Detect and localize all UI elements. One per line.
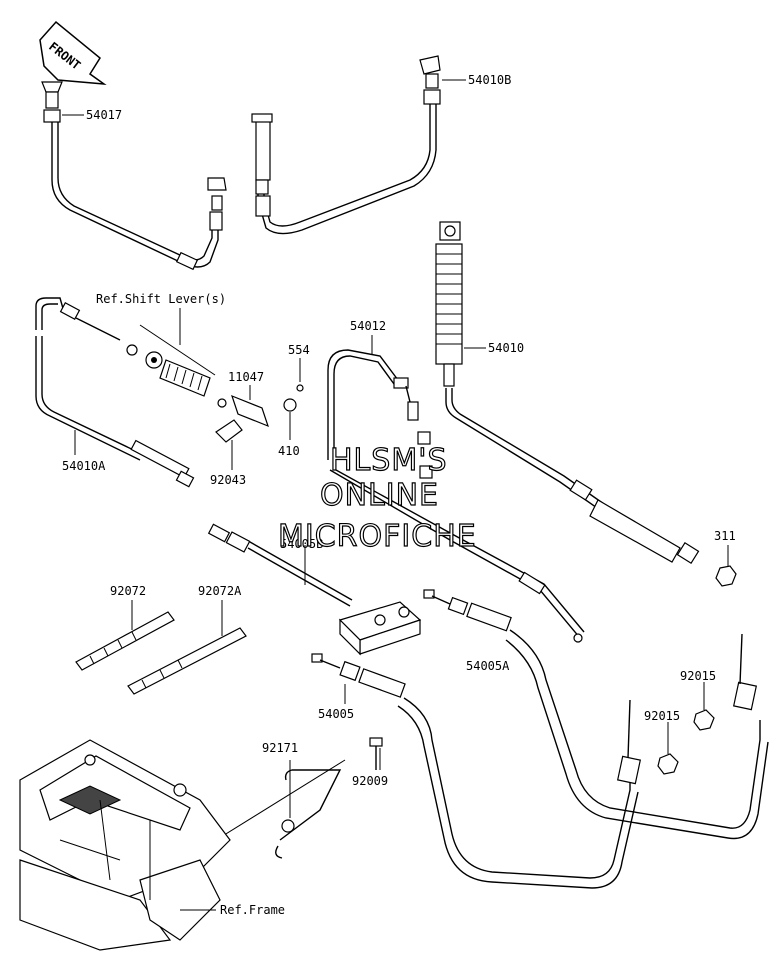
- cable-bracket: [338, 601, 422, 656]
- callout-11047: 11047: [228, 370, 264, 384]
- bolt-92009: [369, 737, 383, 770]
- callout-54012: 54012: [350, 319, 386, 333]
- watermark: HLSM'S ONLINE MICROFICHE: [277, 442, 477, 554]
- cable-54010: [435, 221, 700, 565]
- callout-92072A: 92072A: [198, 584, 242, 598]
- nut-92015-a: [693, 709, 715, 731]
- tie-92072A: [127, 627, 247, 695]
- callout-54010A: 54010A: [62, 459, 106, 473]
- cable-54010B: [251, 55, 441, 235]
- front-arrow: FRONT: [39, 20, 107, 85]
- frame: [19, 739, 231, 951]
- callout-92171: 92171: [262, 741, 298, 755]
- callout-ref-frame: Ref.Frame: [220, 903, 285, 917]
- callout-92015-b: 92015: [644, 709, 680, 723]
- callout-554: 554: [288, 343, 310, 357]
- cable-54017: [41, 81, 227, 271]
- callout-54005A: 54005A: [466, 659, 510, 673]
- cable-54005B: [207, 523, 353, 607]
- callout-92009: 92009: [352, 774, 388, 788]
- nut-92015-b: [657, 753, 679, 775]
- cable-54005: [311, 653, 642, 889]
- callout-54017: 54017: [86, 108, 122, 122]
- callout-54010: 54010: [488, 341, 524, 355]
- callout-92015-a: 92015: [680, 669, 716, 683]
- shift-lever-parts: [126, 344, 304, 443]
- watermark-line1: HLSM'S: [330, 443, 448, 478]
- callout-92072: 92072: [110, 584, 146, 598]
- cable-54010A: [35, 297, 195, 488]
- watermark-line3: MICROFICHE: [278, 519, 477, 554]
- cable-54005A: [423, 589, 769, 840]
- callout-ref-shift-lever: Ref.Shift Lever(s): [96, 292, 226, 306]
- callout-54010B: 54010B: [468, 73, 511, 87]
- callout-54005: 54005: [318, 707, 354, 721]
- clip-92171: [275, 769, 342, 859]
- watermark-line2: ONLINE: [320, 478, 439, 513]
- callout-410: 410: [278, 444, 300, 458]
- callout-92043: 92043: [210, 473, 246, 487]
- cable-54012: [327, 349, 585, 643]
- callout-54005B: 54005B: [280, 537, 323, 551]
- tie-92072: [75, 611, 175, 671]
- callout-311: 311: [714, 529, 736, 543]
